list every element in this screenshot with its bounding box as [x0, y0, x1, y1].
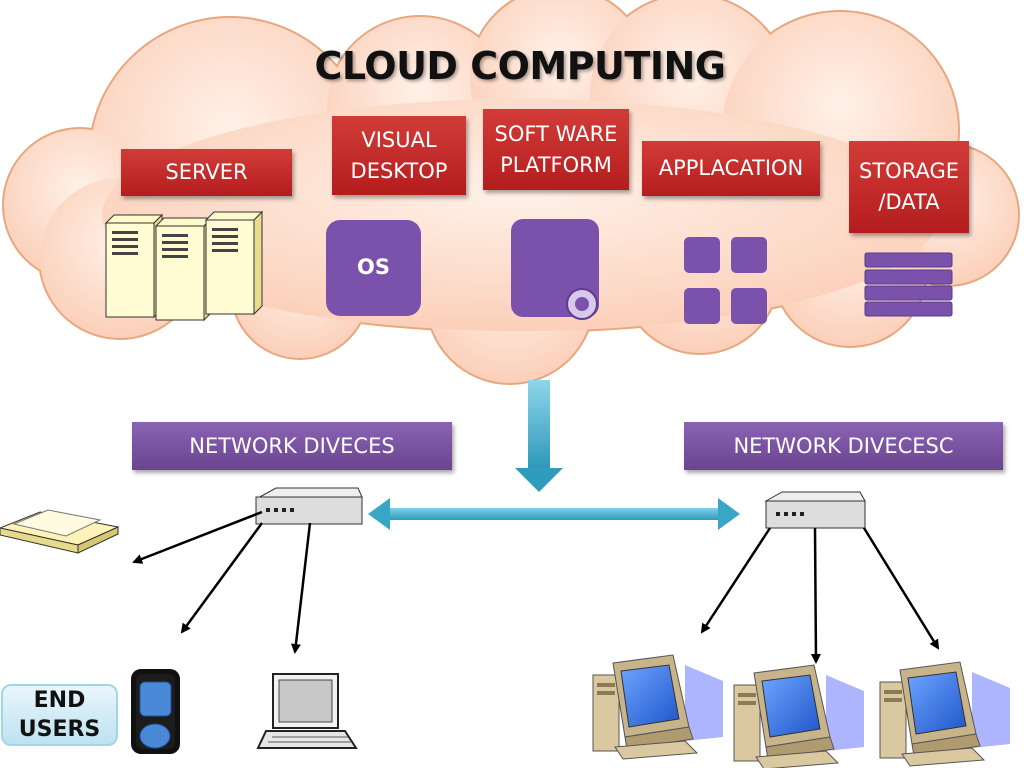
application-grid-icon [684, 237, 767, 324]
server-label: SERVER [121, 149, 292, 196]
desktop-computer-icon [733, 664, 864, 768]
visual-desktop-label: VISUAL DESKTOP [332, 116, 466, 195]
os-icon [326, 220, 421, 316]
laptop-icon [256, 673, 358, 749]
diagram-title: CLOUD COMPUTING [314, 44, 726, 88]
cloud-down-arrow [515, 380, 563, 492]
software-platform-label: SOFT WARE PLATFORM [483, 109, 629, 190]
os-icon-text: OS [357, 255, 390, 279]
server-icon [104, 210, 264, 322]
network-link-arrow [368, 498, 740, 530]
network-switch-left-icon [255, 487, 363, 525]
network-devices-left-label: NETWORK DIVECES [132, 422, 452, 470]
platform-icon [511, 219, 599, 320]
connection-arrows [132, 510, 940, 664]
network-devices-right-label: NETWORK DIVECESC [684, 422, 1003, 470]
end-users-label: END USERS [1, 684, 118, 746]
desktop-computer-icon [879, 661, 1010, 767]
scanner-icon [0, 509, 120, 554]
application-label: APPLACATION [642, 141, 820, 196]
storage-data-label: STORAGE /DATA [849, 141, 969, 233]
storage-stack-icon [864, 252, 953, 317]
mobile-phone-icon [131, 669, 180, 754]
network-switch-right-icon [764, 491, 866, 529]
desktop-computer-icon [592, 654, 723, 760]
